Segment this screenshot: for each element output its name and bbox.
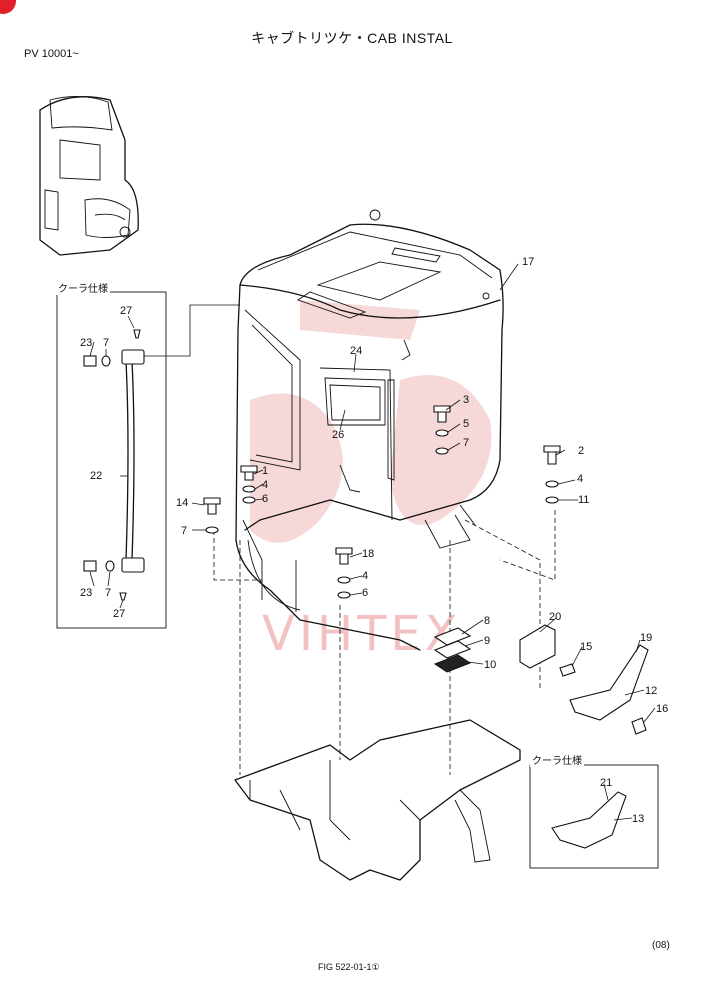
callout-16: 16: [656, 703, 668, 715]
callout-labels: 1 2 3 4 4 4 5 6 6 7 7 7 7 7 8 9 10 11 12…: [80, 256, 668, 825]
callout-12: 12: [645, 685, 657, 697]
callout-23-top: 23: [80, 337, 92, 349]
cooler-inset-left-frame: [56, 291, 167, 629]
callout-17: 17: [522, 256, 534, 268]
callout-4-cab: 4: [262, 479, 268, 491]
callout-4-right: 4: [577, 473, 583, 485]
callout-27-top: 27: [120, 305, 132, 317]
callout-19: 19: [640, 632, 652, 644]
page-title: キャブトリツケ・CAB INSTAL: [251, 30, 453, 46]
callout-23-bottom: 23: [80, 587, 92, 599]
callout-leaders: [89, 263, 656, 821]
callout-24: 24: [350, 345, 362, 357]
callout-7-cab: 7: [463, 437, 469, 449]
callout-5: 5: [463, 418, 469, 430]
callout-20: 20: [549, 611, 561, 623]
cooler-bracket-part: [551, 791, 627, 849]
callout-15: 15: [580, 641, 592, 653]
callout-4-floor: 4: [362, 570, 368, 582]
callout-14: 14: [176, 497, 188, 509]
watermark-seal: VIHTEX: [250, 300, 492, 662]
serial-range: PV 10001~: [24, 48, 79, 60]
callout-26: 26: [332, 429, 344, 441]
callout-21: 21: [600, 777, 612, 789]
cooler-inset-right-frame: [529, 764, 659, 869]
callout-27-bottom: 27: [113, 608, 125, 620]
callout-3: 3: [463, 394, 469, 406]
cooler-spec-label-left: クーラ仕様: [56, 280, 110, 295]
page-number: (08): [652, 940, 670, 951]
handrail-assembly: [83, 304, 240, 601]
callout-9: 9: [484, 635, 490, 647]
callout-8: 8: [484, 615, 490, 627]
callout-10: 10: [484, 659, 496, 671]
callout-7-rail-bottom: 7: [105, 587, 111, 599]
machine-overview-sketch: [39, 96, 139, 256]
callout-6-cab: 6: [262, 493, 268, 505]
cooler-spec-label-right: クーラ仕様: [530, 752, 584, 767]
callout-1: 1: [262, 465, 268, 477]
callout-22: 22: [90, 470, 102, 482]
callout-11: 11: [578, 494, 589, 506]
mounting-hardware: [203, 405, 649, 735]
callout-6-floor: 6: [362, 587, 368, 599]
floor-frame: [213, 510, 556, 881]
callout-7-rail-top: 7: [103, 337, 109, 349]
figure-number: FIG 522-01-1①: [318, 962, 380, 972]
cab-body: [235, 209, 504, 651]
callout-7-left: 7: [181, 525, 187, 537]
callout-18: 18: [362, 548, 374, 560]
callout-2: 2: [578, 445, 584, 457]
watermark-text: VIHTEX: [262, 606, 462, 662]
callout-13: 13: [632, 813, 644, 825]
